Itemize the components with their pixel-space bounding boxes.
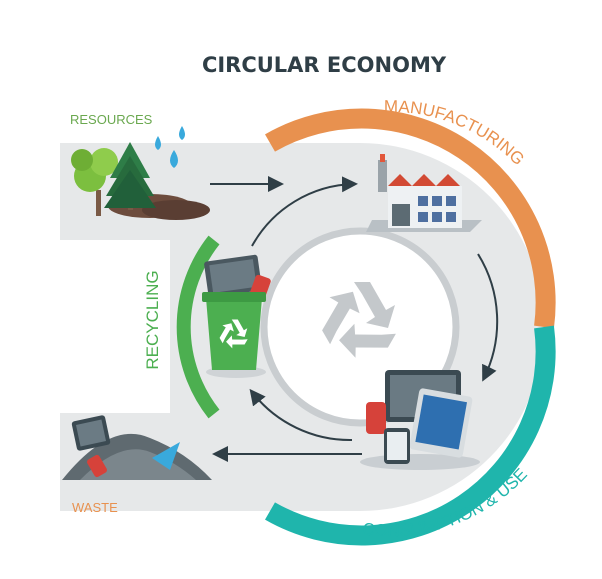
consumption-arc [265,325,556,546]
recycling-label: RECYCLING [143,270,162,369]
bin-recycle-icon [219,319,248,349]
waste-pile-icon [62,415,212,480]
flow-arrows [210,176,499,462]
factory-icon [366,154,482,232]
inner-ring [260,227,460,427]
arrow-manufacturing-to-consumption [477,253,499,382]
devices-icon [360,370,480,470]
recycling-arc [176,235,220,419]
arrow-recycling-to-manufacturing [251,176,358,247]
diagram-title: CIRCULAR ECONOMY [202,53,447,77]
resources-label: RESOURCES [70,112,153,127]
tree-water-icon [71,126,210,220]
recycle-bin-icon [202,254,271,378]
waste-label: WASTE [72,500,118,515]
arrow-consumption-to-recycling [249,388,353,442]
recycle-symbol-icon [322,282,396,358]
manufacturing-arc [265,108,556,329]
